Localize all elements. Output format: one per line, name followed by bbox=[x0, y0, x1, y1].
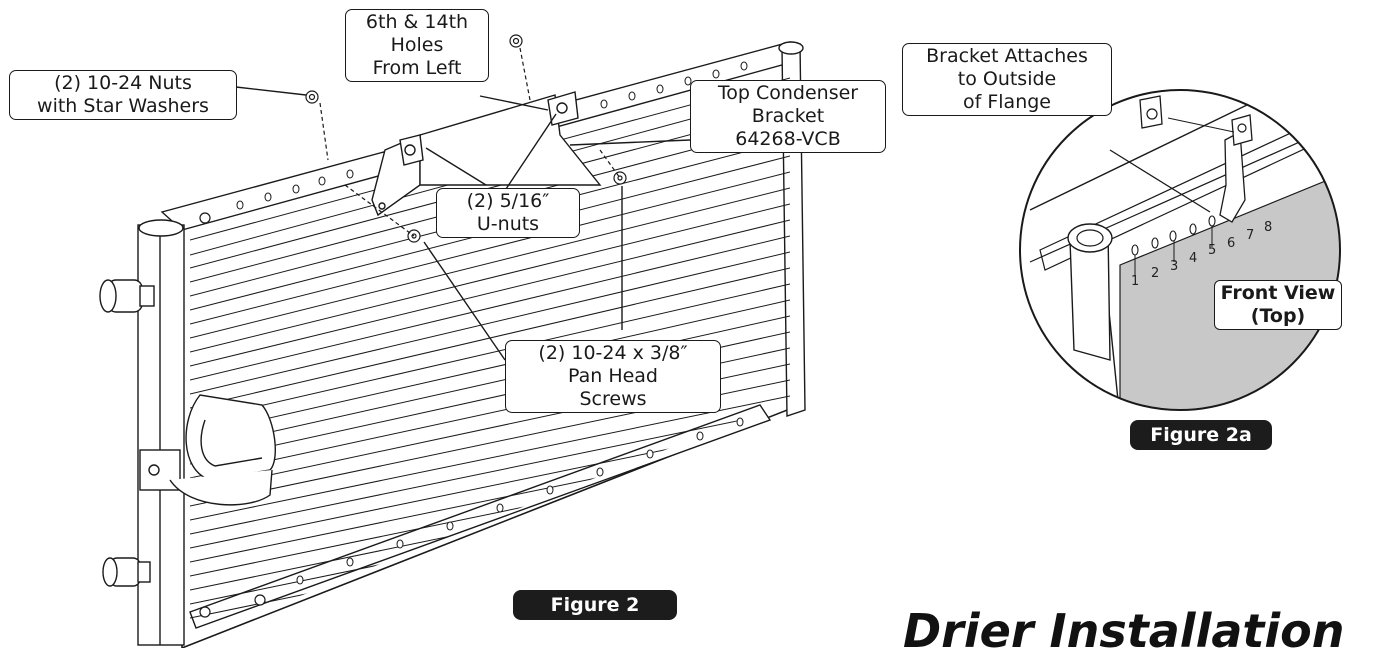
callout-holes: 6th & 14th Holes From Left bbox=[345, 9, 489, 82]
callout-unuts: (2) 5/16″ U-nuts bbox=[436, 188, 580, 238]
callout-bracket-line3: 64268-VCB bbox=[735, 128, 841, 150]
inlet-fitting-icon bbox=[99, 279, 155, 313]
hole-number-6: 6 bbox=[1227, 236, 1236, 251]
callout-unuts-line2: U-nuts bbox=[476, 213, 540, 235]
callout-screws-line3: Screws bbox=[579, 388, 647, 410]
callout-attaches-line3: of Flange bbox=[963, 91, 1051, 113]
callout-screws-line2: Pan Head bbox=[567, 365, 658, 387]
detail-view bbox=[1020, 90, 1340, 410]
callout-screws-line1: (2) 10-24 x 3/8″ bbox=[538, 342, 688, 364]
callout-holes-line3: From Left bbox=[372, 57, 462, 79]
callout-bracket-line2: Bracket bbox=[751, 105, 825, 127]
hole-number-7: 7 bbox=[1246, 228, 1255, 243]
flange-bolts bbox=[199, 212, 266, 618]
hole-number-8: 8 bbox=[1264, 220, 1273, 235]
front-view-line2: (Top) bbox=[1250, 305, 1306, 327]
hole-number-5: 5 bbox=[1208, 243, 1217, 258]
install-dash-lines bbox=[319, 47, 621, 237]
hole-number-4: 4 bbox=[1189, 251, 1198, 266]
detail-circle-outline bbox=[1019, 89, 1341, 411]
callout-attaches-line2: to Outside bbox=[957, 68, 1057, 90]
leader-lines bbox=[235, 86, 691, 361]
top-condenser-bracket bbox=[371, 91, 602, 217]
callout-bracket: Top Condenser Bracket 64268-VCB bbox=[690, 80, 886, 153]
bottom-flange-holes bbox=[296, 417, 744, 585]
front-view-label: Front View (Top) bbox=[1214, 280, 1342, 330]
star-nuts bbox=[305, 34, 523, 104]
pan-head-screws bbox=[407, 171, 627, 243]
callout-attaches-line1: Bracket Attaches bbox=[926, 45, 1088, 67]
hole-number-2: 2 bbox=[1151, 266, 1160, 281]
callout-nuts-line2: with Star Washers bbox=[37, 95, 209, 117]
hole-number-3: 3 bbox=[1170, 259, 1179, 274]
section-title: Drier Installation bbox=[903, 604, 1345, 658]
outlet-fitting-icon bbox=[102, 557, 151, 587]
callout-screws: (2) 10-24 x 3/8″ Pan Head Screws bbox=[505, 340, 721, 413]
figure-2a-tag: Figure 2a bbox=[1130, 420, 1272, 450]
front-view-line1: Front View bbox=[1220, 282, 1336, 304]
figure-2-tag: Figure 2 bbox=[513, 590, 677, 620]
hole-number-1: 1 bbox=[1131, 274, 1140, 289]
callout-unuts-line1: (2) 5/16″ bbox=[466, 190, 550, 212]
callout-holes-line1: 6th & 14th bbox=[365, 11, 469, 33]
callout-attaches: Bracket Attaches to Outside of Flange bbox=[902, 43, 1112, 116]
callout-bracket-line1: Top Condenser bbox=[717, 82, 859, 104]
callout-nuts-line1: (2) 10-24 Nuts bbox=[54, 72, 192, 94]
callout-nuts: (2) 10-24 Nuts with Star Washers bbox=[9, 70, 237, 120]
drier-strap-icon bbox=[139, 394, 276, 506]
callout-holes-line2: Holes bbox=[390, 34, 444, 56]
